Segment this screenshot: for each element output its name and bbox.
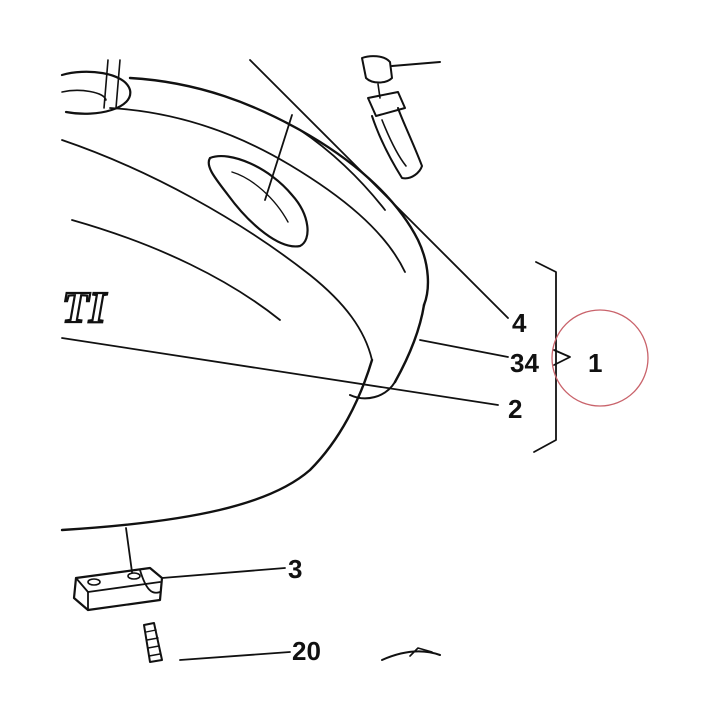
- mount-line: [125, 527, 133, 573]
- leader-line-20: [179, 651, 291, 661]
- fuel-tap-clip: [361, 55, 441, 180]
- leader-line-34: [419, 339, 509, 358]
- leader-line-4: [249, 59, 509, 319]
- tank-lettering: TI: [62, 283, 108, 332]
- callout-1: 1: [588, 348, 602, 378]
- callout-2: 2: [508, 394, 522, 424]
- callout-4: 4: [512, 308, 527, 338]
- fuel-tank: TI: [60, 59, 430, 532]
- group-bracket: [533, 261, 571, 453]
- leader-lines: [61, 59, 509, 661]
- mounting-bracket: [72, 566, 164, 612]
- callout-34: 34: [510, 348, 539, 378]
- leader-line-tap: [264, 114, 293, 201]
- callout-20: 20: [292, 636, 321, 666]
- bolt: [143, 622, 163, 663]
- leader-line-3: [161, 567, 286, 579]
- callout-3: 3: [288, 554, 302, 584]
- partial-part-bottom-right: [381, 647, 441, 661]
- highlight-circle: [551, 309, 649, 407]
- leader-line-2: [61, 337, 499, 406]
